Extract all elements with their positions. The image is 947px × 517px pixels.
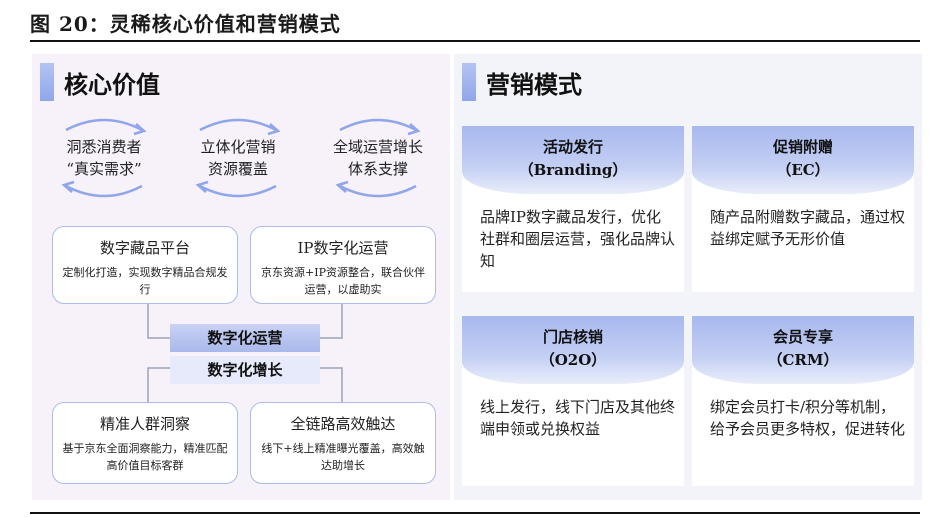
- marketing-card-ec: 促销附赠 （EC） 随产品附赠数字藏品，通过权益绑定赋予无形价值: [692, 126, 914, 292]
- cycle-text-line1: 洞悉消费者: [66, 138, 142, 156]
- cycle-arrows-icon: [195, 118, 281, 198]
- card-description: 线下+线上精准曝光覆盖，高效触达助增长: [261, 442, 425, 472]
- cycle-text-line1: 全域运营增长: [332, 138, 423, 156]
- marketing-card-description: 线上发行，线下门店及其他终端申领或兑换权益: [480, 398, 676, 438]
- marketing-card-crm: 会员专享 （CRM） 绑定会员打卡/积分等机制，给予会员更多特权，促进转化: [692, 316, 914, 486]
- center-label-operation: 数字化运营: [170, 324, 320, 352]
- marketing-header: 营销模式: [462, 62, 582, 102]
- marketing-card-subtitle: （Branding）: [518, 161, 628, 179]
- cycle-item-marketing: 立体化营销 资源覆盖: [178, 110, 298, 200]
- marketing-card-subtitle: （EC）: [776, 161, 830, 179]
- heading-accent-bar: [40, 63, 54, 101]
- cycle-text-line2: 体系支撑: [347, 160, 408, 178]
- card-description: 基于京东全面洞察能力，精准匹配高价值目标客群: [62, 442, 228, 472]
- figure-title: 图 20：灵稀核心价值和营销模式: [30, 12, 341, 36]
- core-value-header: 核心价值: [40, 62, 160, 102]
- cycle-text-line1: 立体化营销: [200, 138, 276, 156]
- card-full-link-reach: 全链路高效触达 线下+线上精准曝光覆盖，高效触达助增长: [250, 402, 436, 484]
- card-digital-collectible-platform: 数字藏品平台 定制化打造，实现数字精品合规发行: [52, 226, 238, 304]
- marketing-card-title: 活动发行: [542, 138, 603, 156]
- bottom-rule: [30, 512, 920, 514]
- card-description: 京东资源+IP资源整合，联合伙伴运营，以虚助实: [261, 266, 425, 296]
- marketing-card-header: 促销附赠 （EC）: [692, 126, 914, 194]
- card-title: 数字藏品平台: [99, 239, 190, 257]
- cycle-item-demand: 洞悉消费者 “真实需求”: [44, 110, 164, 200]
- cycle-arrows-icon: [61, 118, 147, 198]
- marketing-card-description: 品牌IP数字藏品发行，优化社群和圈层运营，强化品牌认知: [480, 208, 676, 270]
- marketing-card-header: 门店核销 （O2O）: [462, 316, 684, 384]
- marketing-card-description: 随产品附赠数字藏品，通过权益绑定赋予无形价值: [710, 208, 906, 248]
- connector-lines: [147, 304, 343, 402]
- card-precise-audience-insight: 精准人群洞察 基于京东全面洞察能力，精准匹配高价值目标客群: [52, 402, 238, 484]
- card-title: 全链路高效触达: [290, 415, 396, 433]
- marketing-heading: 营销模式: [486, 69, 582, 99]
- marketing-card-branding: 活动发行 （Branding） 品牌IP数字藏品发行，优化社群和圈层运营，强化品…: [462, 126, 684, 292]
- marketing-card-header: 会员专享 （CRM）: [692, 316, 914, 384]
- top-rule: [30, 40, 920, 42]
- center-label-growth: 数字化增长: [170, 356, 320, 384]
- card-title: IP数字化运营: [297, 239, 389, 257]
- cycle-text-line2: “真实需求”: [66, 160, 142, 178]
- heading-accent-bar: [462, 63, 476, 101]
- marketing-card-description: 绑定会员打卡/积分等机制，给予会员更多特权，促进转化: [710, 398, 906, 438]
- marketing-card-o2o: 门店核销 （O2O） 线上发行，线下门店及其他终端申领或兑换权益: [462, 316, 684, 486]
- marketing-card-title: 促销附赠: [772, 138, 833, 156]
- marketing-card-header: 活动发行 （Branding）: [462, 126, 684, 194]
- marketing-card-title: 会员专享: [772, 328, 833, 346]
- cycle-arrows-icon: [335, 118, 421, 198]
- marketing-card-subtitle: （O2O）: [539, 351, 607, 369]
- card-title: 精准人群洞察: [99, 415, 190, 433]
- marketing-card-title: 门店核销: [542, 328, 603, 346]
- card-ip-digital-operation: IP数字化运营 京东资源+IP资源整合，联合伙伴运营，以虚助实: [250, 226, 436, 304]
- card-description: 定制化打造，实现数字精品合规发行: [62, 266, 228, 296]
- marketing-card-subtitle: （CRM）: [767, 351, 839, 369]
- cycle-text-line2: 资源覆盖: [207, 160, 268, 178]
- cycle-item-growth: 全域运营增长 体系支撑: [318, 110, 438, 200]
- core-value-heading: 核心价值: [64, 69, 160, 99]
